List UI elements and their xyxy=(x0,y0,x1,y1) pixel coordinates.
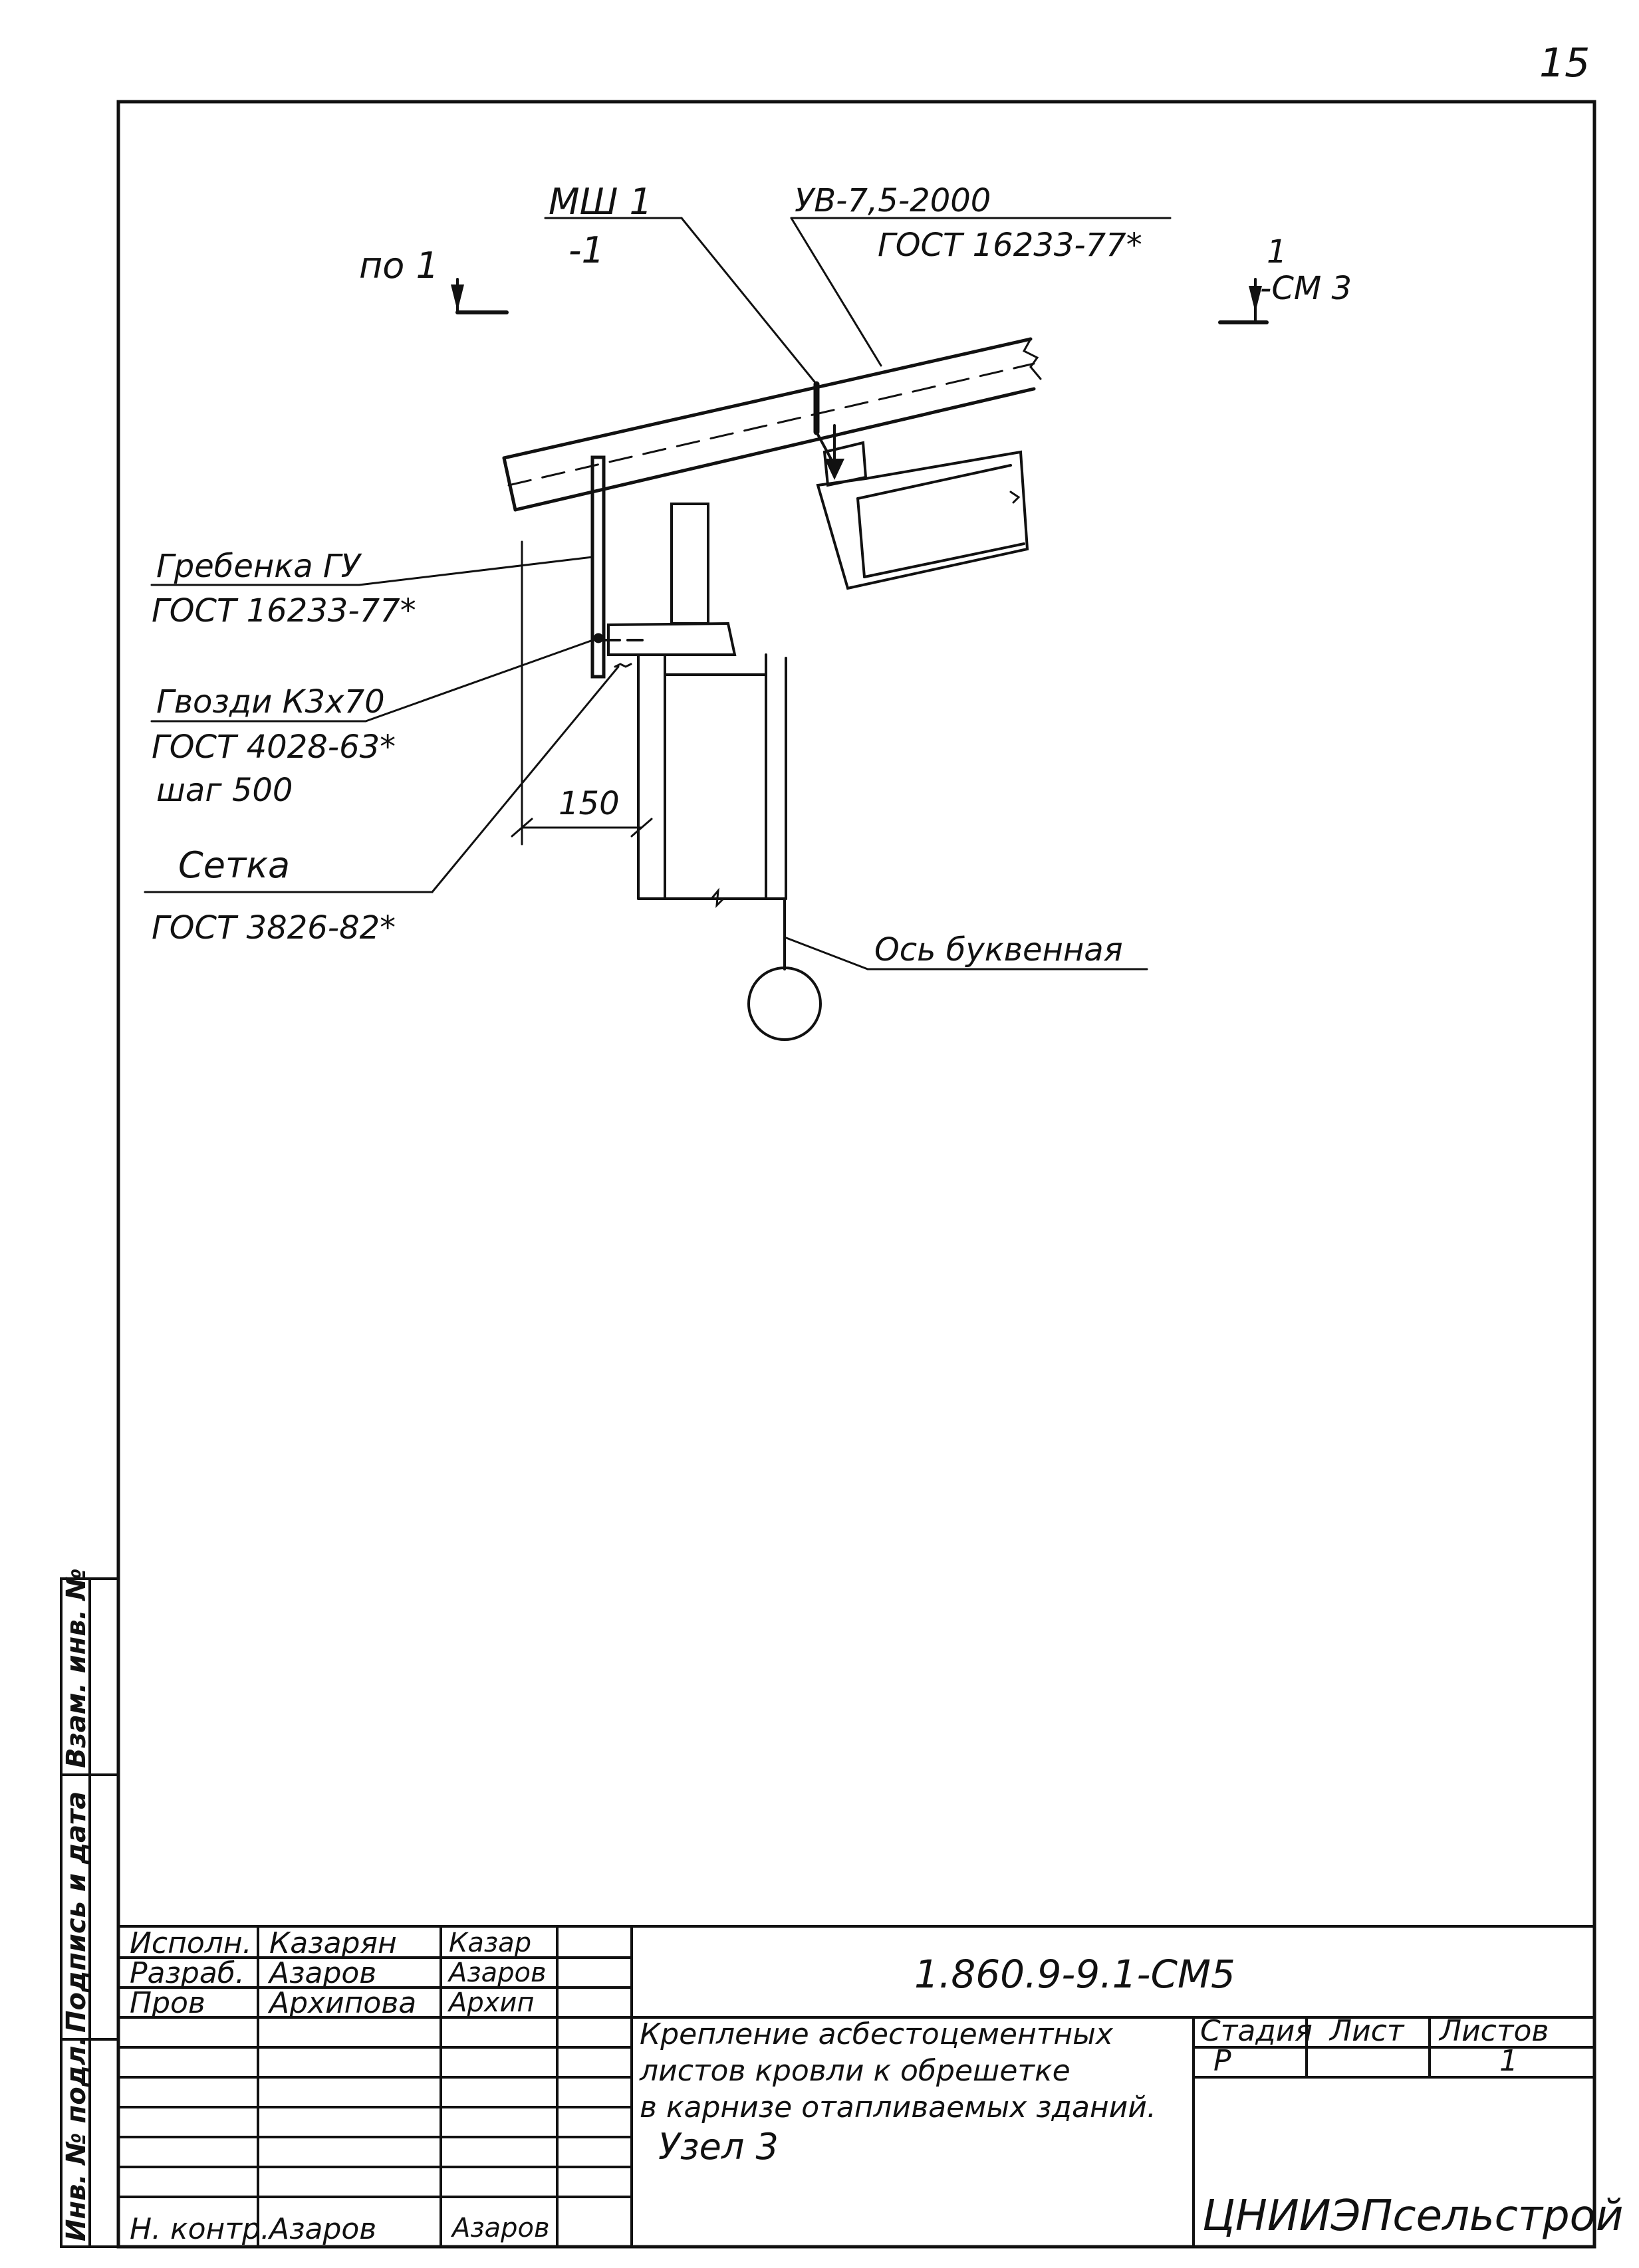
dimension-label: 150 xyxy=(559,785,620,822)
section-mark-left xyxy=(451,278,509,314)
tb-row1-name: Казарян xyxy=(269,1926,397,1960)
wall-top xyxy=(604,503,737,656)
tb-row7-sign: Азаров xyxy=(450,2213,550,2243)
axis-label: Ось буквенная xyxy=(874,931,1123,968)
title-block xyxy=(118,1925,1594,2247)
tb-stage-header: Стадия xyxy=(1200,2014,1313,2048)
tb-row2-sign: Азаров xyxy=(447,1958,547,1988)
comb-gost: ГОСТ 16233-77* xyxy=(152,592,416,629)
tb-row3-name: Архипова xyxy=(267,1986,416,2020)
roof-fastener xyxy=(813,381,844,480)
tb-row2-name: Азаров xyxy=(267,1956,376,1990)
nails-gost: ГОСТ 4028-63* xyxy=(152,729,396,766)
msh-label: МШ 1 xyxy=(549,181,652,223)
tb-title-line4: Узел 3 xyxy=(658,2126,779,2168)
side-inv-vzam: Взам. инв. № xyxy=(61,1568,92,1768)
tb-title-line3: в карнизе отапливаемых зданий. xyxy=(640,2091,1156,2124)
dimension-150 xyxy=(511,540,653,846)
tb-row7-name: Азаров xyxy=(267,2212,376,2246)
nails-step: шаг 500 xyxy=(156,772,293,809)
mesh-gost: ГОСТ 3826-82* xyxy=(152,909,396,947)
tb-sheets-header: Листов xyxy=(1438,2014,1549,2048)
tb-row1-role: Исполн. xyxy=(130,1926,252,1960)
msh-sub-label: -1 xyxy=(568,229,604,271)
side-inv-podl: Инв. № подл. xyxy=(61,2035,92,2241)
tb-title-line1: Крепление асбестоцементных xyxy=(640,2017,1114,2051)
sheet-spec-gost: ГОСТ 16233-77* xyxy=(878,227,1142,264)
mark-right-num: 1 xyxy=(1267,233,1287,271)
sheet-spec-label: УВ-7,5-2000 xyxy=(795,182,991,219)
tb-sheets-value: 1 xyxy=(1499,2044,1518,2078)
sheet-frame xyxy=(116,100,1596,2249)
tb-row7-role: Н. контр. xyxy=(130,2212,270,2246)
section-mark-right xyxy=(1218,278,1269,324)
side-stamp xyxy=(60,1577,120,2248)
nails-label: Гвозди К3х70 xyxy=(156,683,385,721)
tb-stage-value: Р xyxy=(1213,2044,1231,2078)
comb-label: Гребенка ГУ xyxy=(156,548,362,585)
tb-row1-sign: Казар xyxy=(449,1928,531,1958)
tb-row3-role: Пров xyxy=(130,1986,205,2020)
tb-sheet-header: Лист xyxy=(1328,2014,1405,2048)
eave-node-drawing xyxy=(144,217,1269,1041)
tb-row2-role: Разраб. xyxy=(130,1956,245,1990)
tb-organization: ЦНИИЭПсельстрой xyxy=(1202,2192,1623,2241)
leader-lines xyxy=(144,217,1172,970)
rafter-assembly xyxy=(816,441,1029,590)
mesh-label: Сетка xyxy=(178,844,290,886)
axis-marker xyxy=(747,897,822,1041)
mesh-mark xyxy=(614,663,632,668)
doc-code: 1.860.9-9.1-СМ5 xyxy=(914,1952,1235,1997)
side-sign-date: Подпись и дата xyxy=(61,1791,92,2033)
mark-left-label: по 1 xyxy=(359,245,439,286)
mark-right-ref: -СМ 3 xyxy=(1260,270,1352,307)
comb-plate xyxy=(590,455,606,679)
tb-title-line2: листов кровли к обрешетке xyxy=(639,2054,1071,2088)
page-number: 15 xyxy=(1539,40,1590,86)
wall-section xyxy=(637,653,787,908)
tb-row3-sign: Архип xyxy=(447,1987,535,2018)
roof-sheet xyxy=(502,337,1042,512)
